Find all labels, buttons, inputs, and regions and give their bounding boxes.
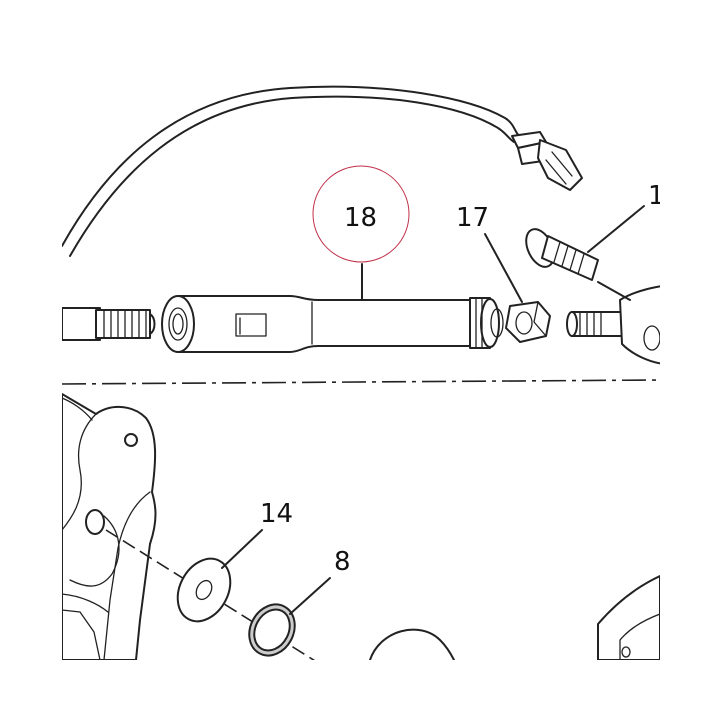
leader-line-14 — [221, 529, 263, 569]
rod-end-fitting — [619, 285, 660, 365]
bolt — [525, 228, 599, 281]
lower-right-bracket — [597, 575, 660, 660]
adjuster-tube — [161, 295, 504, 353]
callout-1: 1 — [648, 181, 665, 211]
mounting-bracket — [62, 393, 157, 660]
leader-line-1 — [587, 205, 645, 253]
flat-washer — [176, 557, 232, 623]
hex-nut — [505, 301, 551, 343]
highlight-circle-18 — [312, 165, 410, 263]
sensor-cable — [62, 85, 521, 257]
leader-line-17 — [484, 233, 523, 303]
bolt-leader-to-fitting — [597, 281, 631, 301]
cable-connector — [511, 131, 583, 191]
center-axis-line — [62, 379, 660, 385]
leader-line-8 — [289, 577, 331, 615]
callout-18: 18 — [344, 203, 377, 233]
callout-8: 8 — [334, 547, 351, 577]
threaded-rod-left — [62, 307, 156, 341]
callout-17: 17 — [456, 203, 489, 233]
lower-component-arc — [369, 628, 455, 660]
callout-14: 14 — [260, 499, 293, 529]
threaded-stud-right — [566, 311, 631, 337]
o-ring — [248, 603, 296, 657]
